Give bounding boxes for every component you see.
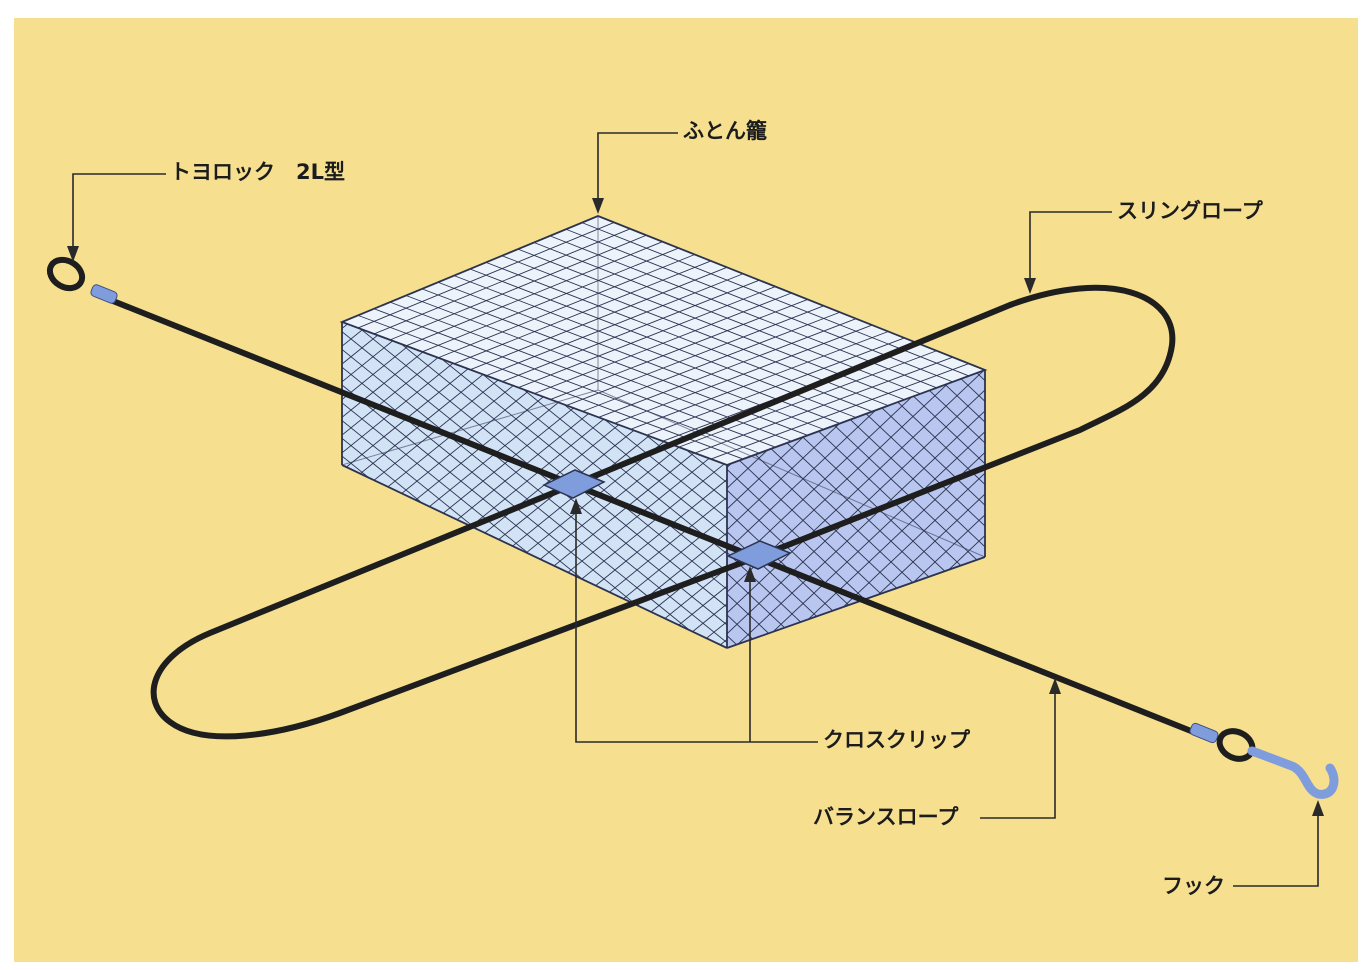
hook-sleeve [1189, 722, 1219, 744]
mesh-wire [607, 322, 727, 648]
arrow-sling-rope [1024, 278, 1036, 294]
mesh-wire [0, 280, 6, 700]
arrow-cross-clip-right [744, 566, 756, 582]
sling-rope-upper-loop [572, 284, 1176, 559]
toyolock-sleeve [90, 284, 118, 304]
mesh-wire [405, 295, 792, 442]
leader-futon-box [597, 132, 678, 200]
mesh-wire [342, 322, 491, 648]
mesh-wire [629, 322, 727, 648]
cross-clip-right [726, 540, 792, 570]
mesh-wire [342, 322, 447, 648]
box-hidden-edges [341, 216, 986, 558]
label-balance-rope: バランスロープ [813, 805, 959, 829]
arrow-hook [1312, 800, 1324, 816]
label-futon-box: ふとん籠 [683, 119, 767, 143]
leader-cross-clip [575, 512, 818, 743]
mesh-wire [727, 370, 819, 648]
leader-hook [1233, 814, 1319, 887]
arrow-balance-rope [1049, 678, 1061, 694]
mesh-wire [727, 370, 985, 648]
cross-clip-left [542, 469, 606, 499]
toyolock-fitting [46, 256, 118, 304]
mesh-wire [389, 301, 776, 448]
mesh-wire [342, 322, 469, 648]
box-side-face [727, 370, 985, 648]
hook-icon [1247, 746, 1339, 799]
mesh-wire [727, 370, 797, 648]
leader-sling-rope [1029, 211, 1112, 280]
arrow-futon-box [592, 198, 604, 214]
arrow-cross-clip-left [570, 498, 582, 514]
ropes [105, 284, 1199, 740]
mesh-wire [727, 370, 985, 648]
balance-rope [105, 296, 1199, 736]
leader-lines [67, 132, 1324, 887]
toyolock-eye-loop [46, 256, 86, 292]
mesh-wire [0, 280, 6, 700]
mesh-wire [727, 370, 841, 648]
label-toyolock-2l: トヨロック 2L型 [170, 160, 345, 184]
box-front-face [342, 322, 727, 648]
sling-rope-lower-loop [150, 481, 763, 740]
leader-toyolock [72, 173, 166, 250]
label-hook: フック [1162, 874, 1225, 898]
leader-balance-rope [980, 692, 1056, 819]
mesh-wire [919, 370, 985, 648]
arrow-toyolock [67, 246, 79, 262]
mesh-wire [727, 370, 985, 648]
cross-clips [542, 469, 792, 570]
label-cross-clip: クロスクリップ [823, 728, 970, 752]
box-top-mesh [357, 222, 970, 460]
mesh-wire [421, 288, 808, 436]
hook-fitting [1189, 722, 1339, 799]
mesh-wire [897, 370, 985, 648]
label-sling-rope: スリングロープ [1117, 199, 1263, 223]
mesh-wire [727, 370, 985, 648]
box-top-face [342, 216, 985, 465]
box-outline [339, 215, 988, 649]
mesh-wire [875, 370, 985, 648]
mesh-wire [373, 308, 760, 454]
mesh-wire [357, 314, 744, 460]
